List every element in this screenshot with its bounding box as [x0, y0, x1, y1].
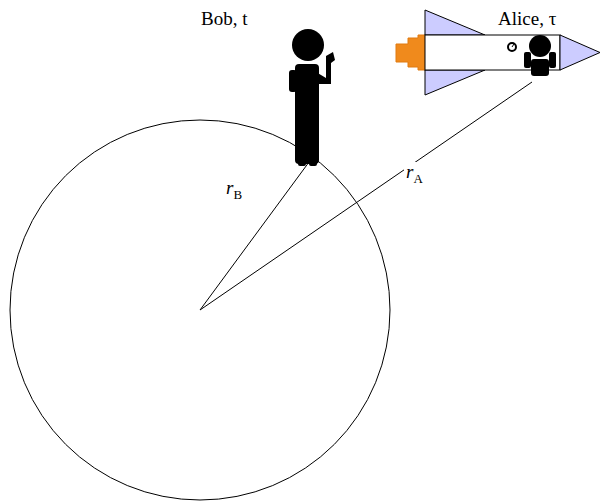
person-label: Alice, τ — [496, 9, 558, 30]
rocket — [396, 10, 600, 95]
radius-label: rA — [404, 162, 425, 186]
bob-figure — [289, 29, 335, 166]
person-label: Bob, t — [199, 9, 249, 30]
radius-label: rB — [224, 178, 244, 202]
radius-line — [200, 158, 312, 310]
radius-line — [200, 82, 532, 310]
